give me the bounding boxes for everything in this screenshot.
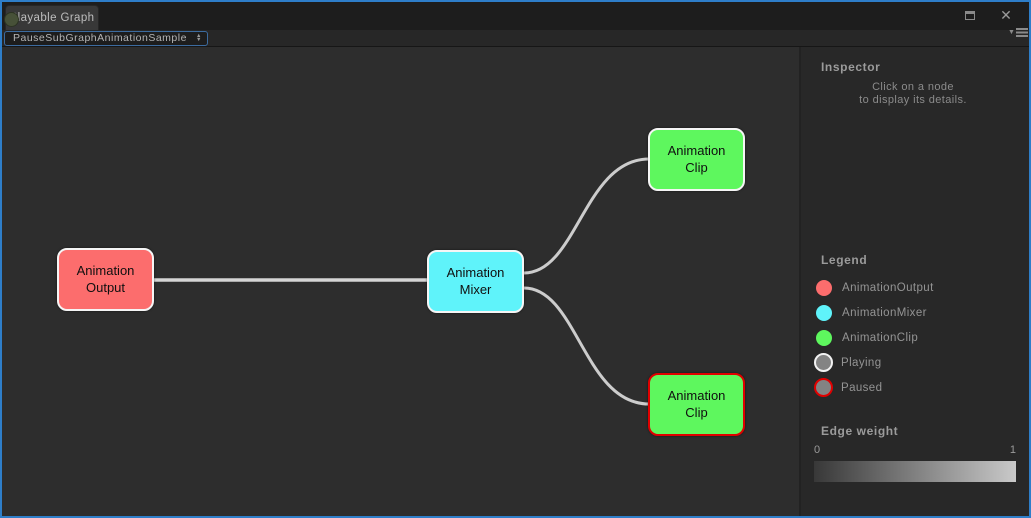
window-corner-dot-icon [4,12,19,27]
node-label: Animation Clip [667,388,726,420]
toolbar: PauseSubGraphAnimationSample ▲▼ [2,30,1029,47]
graph-selector-value: PauseSubGraphAnimationSample [13,32,187,44]
node-animation-mixer[interactable]: Animation Mixer [427,250,524,313]
pane-menu-icon[interactable]: ▼ [1008,26,1028,38]
tab-playable-graph[interactable]: Playable Graph [4,5,99,30]
edge-weight-max: 1 [1009,444,1016,456]
inspector-hint: Click on a node to display its details. [801,81,1025,107]
graph-selector-dropdown[interactable]: PauseSubGraphAnimationSample ▲▼ [4,30,208,46]
paused-swatch-icon [814,378,833,397]
edge-weight-min: 0 [814,444,821,456]
graph-canvas[interactable]: Animation Output Animation Mixer Animati… [2,47,801,516]
legend-item-animation-output: AnimationOutput [801,275,1029,300]
legend-label: AnimationClip [842,331,919,344]
node-animation-clip-paused[interactable]: Animation Clip [648,373,745,436]
edge-mixer-clip-top [523,157,650,275]
legend-item-paused: Paused [801,375,1029,400]
tab-label: Playable Graph [9,12,95,24]
maximize-icon[interactable] [965,11,975,20]
legend-title: Legend [821,253,868,267]
node-animation-output[interactable]: Animation Output [57,248,154,311]
animation-output-swatch-icon [816,279,832,296]
legend-label: AnimationOutput [842,281,934,294]
animation-clip-swatch-icon [816,329,832,346]
legend-label: AnimationMixer [842,306,927,319]
tab-bar: Playable Graph ✕ ▼ [2,2,1029,37]
edge-weight-scale: 0 1 [814,444,1016,456]
legend-label: Playing [841,356,882,369]
node-animation-clip-top[interactable]: Animation Clip [648,128,745,191]
inspector-panel: Inspector Click on a node to display its… [801,47,1029,516]
dropdown-arrows-icon: ▲▼ [196,33,202,43]
menu-triangle-icon: ▼ [1008,28,1015,36]
legend-item-animation-mixer: AnimationMixer [801,300,1029,325]
animation-mixer-swatch-icon [816,304,832,321]
legend-list: AnimationOutput AnimationMixer Animation… [801,275,1029,400]
content-area: Animation Output Animation Mixer Animati… [2,47,1029,516]
node-label: Animation Output [76,263,135,295]
inspector-title: Inspector [821,60,881,74]
legend-item-animation-clip: AnimationClip [801,325,1029,350]
inspector-hint-line2: to display its details. [859,94,967,106]
edge-weight-title: Edge weight [821,424,899,438]
legend-label: Paused [841,381,883,394]
edge-weight-gradient-bar [814,461,1016,482]
node-label: Animation Mixer [446,265,505,297]
node-label: Animation Clip [667,143,726,175]
legend-item-playing: Playing [801,350,1029,375]
playing-swatch-icon [814,353,833,372]
close-icon[interactable]: ✕ [1000,7,1012,23]
edge-mixer-clip-bottom [523,286,650,406]
hamburger-icon [1015,27,1028,37]
edge-layer [154,157,650,406]
inspector-hint-line1: Click on a node [872,81,954,93]
